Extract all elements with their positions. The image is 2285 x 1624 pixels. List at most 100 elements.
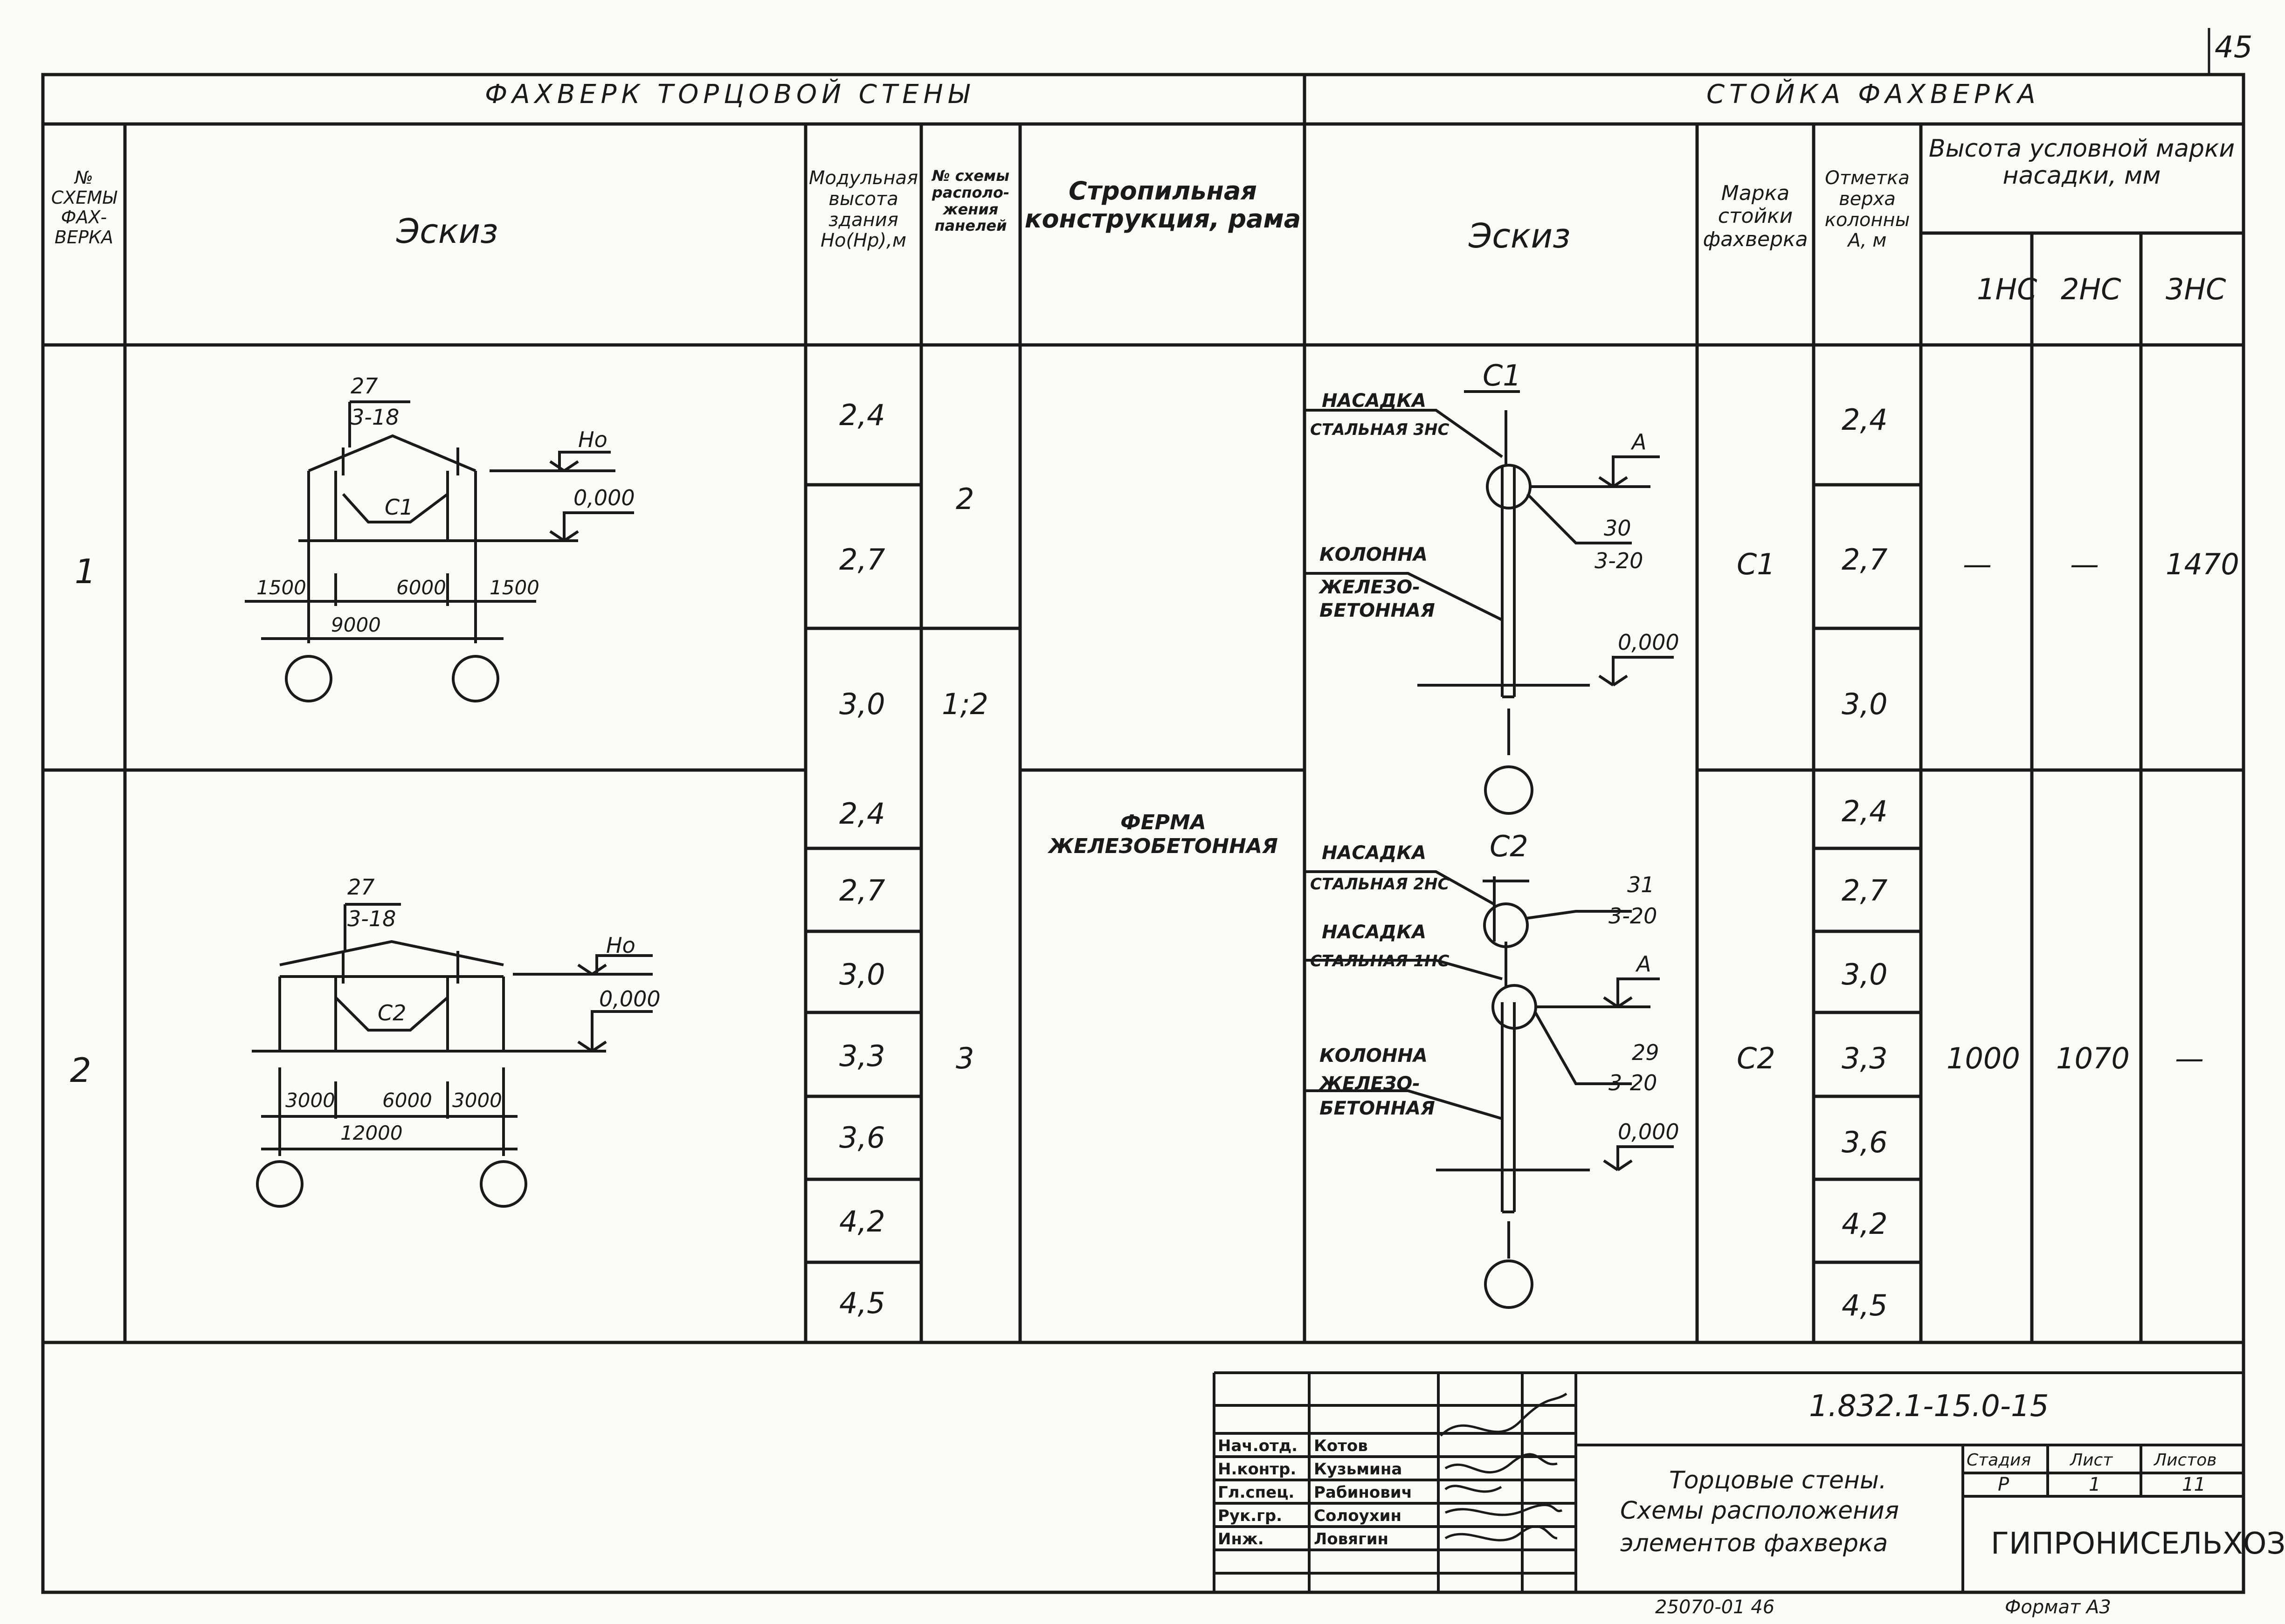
row-1-post-mark: С1 (1737, 547, 1775, 581)
row-2-top-6: 4,2 (1842, 1207, 1888, 1241)
sketch-1-level: 0,000 (573, 485, 635, 510)
post-1-ref-bottom: 3-20 (1595, 548, 1643, 573)
truss-type: ФЕРМА ЖЕЛЕЗОБЕТОННАЯ (1049, 811, 1278, 858)
row-1-tip-2: — (2070, 547, 2099, 581)
footer-format: Формат А3 (2005, 1596, 2111, 1618)
post-2-ref2-bottom: 3-20 (1608, 1070, 1657, 1095)
col-tip-3: 3НС (2166, 272, 2226, 306)
col-height: Модульная высота здания Но(Нр),м (808, 167, 918, 252)
tb-stage: Р (1998, 1474, 2009, 1495)
left-header: ФАХВЕРК ТОРЦОВОЙ СТЕНЫ (485, 79, 974, 110)
sketch-2-dim-right: 3000 (452, 1089, 502, 1112)
post-1-col-label-1: КОЛОННА (1319, 544, 1428, 565)
tb-sheets-label: Листов (2154, 1451, 2217, 1470)
tb-name-2: Кузьмина (1314, 1460, 1402, 1479)
sketch-2-dim-mid: 6000 (382, 1089, 432, 1112)
row-1-top-1: 2,4 (1842, 403, 1888, 437)
tb-name-1: Котов (1314, 1437, 1368, 1455)
sketch-1-ho: Но (578, 427, 607, 452)
sketch-2-ho: Но (606, 933, 635, 958)
post-2-tip2-label-2: СТАЛЬНАЯ 2НС (1310, 875, 1450, 894)
tb-role-5: Инж. (1218, 1530, 1264, 1548)
right-header: СТОЙКА ФАХВЕРКА (1706, 79, 2040, 110)
post-1-col-label-3: БЕТОННАЯ (1319, 600, 1435, 621)
row-1-tip-3: 1470 (2166, 547, 2239, 581)
post-1-tip-label-1: НАСАДКА (1322, 390, 1427, 412)
outer-frame (41, 73, 2245, 1594)
post-1-ref-top: 30 (1604, 516, 1631, 541)
row-2-height-5: 3,6 (839, 1121, 885, 1155)
footer-code: 25070-01 46 (1655, 1596, 1775, 1618)
row-1-tip-1: — (1963, 547, 1992, 581)
sketch-2 (252, 903, 653, 1208)
row-2-panel-1: 3 (956, 1041, 974, 1075)
sketch-2-post: С2 (378, 1000, 407, 1025)
row-1-height-3: 3,0 (839, 687, 885, 721)
sketch-1-ref-bottom: 3-18 (351, 405, 400, 430)
title-block-grid (1213, 1371, 2244, 1592)
sketch-2-level: 0,000 (599, 986, 661, 1012)
row-2-tip-2: 1070 (2056, 1041, 2130, 1075)
sketch-1-dim-left: 1500 (256, 576, 306, 599)
row-1-panel-1: 2 (956, 482, 974, 516)
col-tip-1-label: 1НС (1977, 272, 2037, 306)
post-2-tip1-label-1: НАСАДКА (1322, 922, 1427, 943)
post-c1-sketch (1305, 390, 1674, 815)
post-2-ref1-bottom: 3-20 (1608, 903, 1657, 929)
tb-sheets: 11 (2182, 1474, 2206, 1495)
doc-title-2: Схемы расположения (1620, 1497, 1899, 1525)
sketch-1 (245, 400, 634, 702)
sketch-1-dim-mid: 6000 (396, 576, 446, 599)
row-2-height-3: 3,0 (839, 957, 885, 991)
tb-role-2: Н.контр. (1218, 1460, 1297, 1479)
post-2-title: С2 (1490, 829, 1528, 863)
row-2-height-2: 2,7 (839, 874, 885, 908)
col-column-top: Отметка верха колонны А, м (1824, 167, 1910, 252)
col-panel-scheme: № схемы располо-жения панелей (932, 167, 1010, 235)
tb-role-4: Рук.гр. (1218, 1507, 1283, 1525)
post-2-col-label-1: КОЛОННА (1319, 1045, 1428, 1067)
tb-stage-label: Стадия (1967, 1451, 2031, 1470)
row-1-scheme: 1 (75, 552, 96, 591)
row-2-top-4: 3,3 (1842, 1041, 1888, 1075)
row-1-height-2: 2,7 (839, 543, 885, 577)
post-1-title: С1 (1483, 358, 1521, 392)
col-tip-2: 2НС (2061, 272, 2121, 306)
row-2-height-1: 2,4 (839, 797, 885, 831)
sketch-2-dim-left: 3000 (285, 1089, 335, 1112)
row-2-top-1: 2,4 (1842, 794, 1888, 828)
row-2-post-mark: С2 (1737, 1041, 1775, 1075)
row-1-height-1: 2,4 (839, 398, 885, 432)
sketch-2-ref-bottom: 3-18 (347, 906, 396, 931)
col-post-sketch: Эскиз (1469, 216, 1571, 255)
row-2-height-6: 4,2 (839, 1204, 885, 1239)
col-scheme-no: № СХЕМЫ ФАХ-ВЕРКА (51, 167, 117, 248)
sketch-1-dim-total: 9000 (331, 613, 381, 636)
post-2-tip1-label-2: СТАЛЬНАЯ 1НС (1310, 952, 1450, 970)
organization: ГИПРОНИСЕЛЬХОЗ (1991, 1527, 2285, 1561)
signatures (1440, 1392, 1567, 1541)
row-2-tip-1: 1000 (1947, 1041, 2020, 1075)
row-2-scheme: 2 (70, 1051, 91, 1090)
tb-name-3: Рабинович (1314, 1483, 1412, 1502)
tb-role-3: Гл.спец. (1218, 1483, 1295, 1502)
post-2-a: А (1636, 951, 1651, 977)
tb-name-5: Ловягин (1314, 1530, 1389, 1548)
row-2-top-7: 4,5 (1842, 1288, 1888, 1322)
sketch-1-ref-top: 27 (351, 373, 378, 399)
sketch-1-post: С1 (385, 495, 414, 520)
post-c2-sketch (1305, 870, 1674, 1309)
sketch-2-ref-top: 27 (347, 874, 375, 900)
row-1-top-3: 3,0 (1842, 687, 1888, 721)
col-post-mark: Марка стойки фахверка (1703, 181, 1808, 251)
col-sketch: Эскиз (396, 212, 498, 251)
tb-role-1: Нач.отд. (1218, 1437, 1298, 1455)
row-2-height-7: 4,5 (839, 1286, 885, 1320)
doc-code: 1.832.1-15.0-15 (1809, 1389, 2049, 1424)
tb-sheet-label: Лист (2070, 1451, 2113, 1470)
post-1-col-label-2: ЖЕЛЕЗО- (1319, 577, 1420, 598)
tb-name-4: Солоухин (1314, 1507, 1401, 1525)
post-1-level: 0,000 (1618, 630, 1679, 655)
post-2-col-label-2: ЖЕЛЕЗО- (1319, 1073, 1420, 1094)
